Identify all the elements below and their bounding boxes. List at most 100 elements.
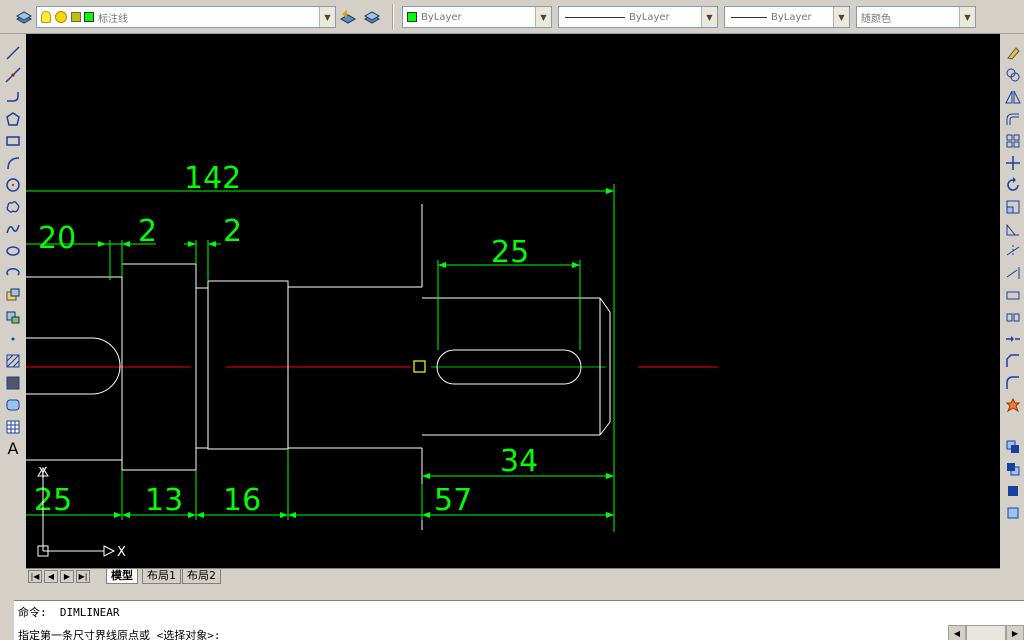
layer-previous-icon[interactable] — [362, 7, 382, 27]
dimension-text-25: 25 — [34, 483, 72, 518]
make-block-icon[interactable] — [2, 306, 24, 327]
make-object-layer-current-icon[interactable] — [338, 7, 358, 27]
fillet-icon[interactable] — [1002, 372, 1024, 393]
draworder-above-icon[interactable] — [1002, 480, 1024, 501]
rotate-icon[interactable] — [1002, 174, 1024, 195]
ucs-y-label: Y — [38, 466, 47, 481]
dimension-text-20: 20 — [38, 221, 76, 256]
offset-icon[interactable] — [1002, 108, 1024, 129]
color-dropdown[interactable]: ByLayer ▼ — [402, 6, 552, 28]
dimension-texts: 142 20 2 2 25 34 57 25 13 16 — [34, 161, 538, 518]
ucs-icon — [37, 467, 116, 557]
previous-tab-button[interactable]: ◀ — [44, 570, 58, 583]
layer-name: 标注线 — [98, 13, 128, 25]
join-icon[interactable] — [1002, 328, 1024, 349]
arc-icon[interactable] — [2, 152, 24, 173]
plotstyle-dropdown[interactable]: 随颜色 ▼ — [856, 6, 976, 28]
lightbulb-icon — [41, 11, 51, 23]
extend-icon[interactable] — [1002, 262, 1024, 283]
rectangle-icon[interactable] — [2, 130, 24, 151]
tab-layout2[interactable]: 布局2 — [182, 569, 221, 584]
draworder-under-icon[interactable] — [1002, 502, 1024, 523]
spline-icon[interactable] — [2, 218, 24, 239]
break-at-point-icon[interactable] — [1002, 284, 1024, 305]
chevron-down-icon[interactable]: ▼ — [319, 7, 335, 27]
scale-icon[interactable] — [1002, 196, 1024, 217]
dimension-text-142: 142 — [184, 161, 241, 196]
last-command: DIMLINEAR — [59, 606, 120, 619]
properties-toolbar: 标注线 ▼ ByLayer ▼ ByLayer ▼ ByLayer ▼ 随颜色 … — [0, 0, 1024, 34]
trim-icon[interactable] — [1002, 240, 1024, 261]
break-icon[interactable] — [1002, 306, 1024, 327]
lineweight-dropdown[interactable]: ByLayer ▼ — [724, 6, 850, 28]
stretch-icon[interactable] — [1002, 218, 1024, 239]
move-icon[interactable] — [1002, 152, 1024, 173]
ucs-x-label: X — [117, 545, 126, 560]
ellipse-arc-icon[interactable] — [2, 262, 24, 283]
dimension-text-13: 13 — [145, 483, 183, 518]
sun-icon — [55, 11, 67, 23]
dimension-text-34: 34 — [500, 444, 538, 479]
last-tab-button[interactable]: ▶| — [76, 570, 90, 583]
linetype-preview-icon — [565, 16, 625, 18]
ellipse-icon[interactable] — [2, 240, 24, 261]
insert-block-icon[interactable] — [2, 284, 24, 305]
array-icon[interactable] — [1002, 130, 1024, 151]
polygon-icon[interactable] — [2, 108, 24, 129]
chevron-down-icon[interactable]: ▼ — [701, 7, 717, 27]
linetype-dropdown[interactable]: ByLayer ▼ — [558, 6, 718, 28]
revision-cloud-icon[interactable] — [2, 196, 24, 217]
chevron-down-icon[interactable]: ▼ — [833, 7, 849, 27]
chevron-down-icon[interactable]: ▼ — [535, 7, 551, 27]
draworder-back-icon[interactable] — [1002, 458, 1024, 479]
multiline-text-icon[interactable]: A — [7, 439, 19, 458]
hatch-icon[interactable] — [2, 350, 24, 371]
dimension-text-57: 57 — [434, 483, 472, 518]
command-current-prompt[interactable]: 指定第一条尺寸界线原点或 <选择对象>: — [18, 629, 221, 640]
first-tab-button[interactable]: |◀ — [28, 570, 42, 583]
layer-manager-icon[interactable] — [14, 7, 34, 27]
layer-dropdown[interactable]: 标注线 ▼ — [36, 6, 336, 28]
region-icon[interactable] — [2, 394, 24, 415]
next-tab-button[interactable]: ▶ — [60, 570, 74, 583]
dimension-text-16: 16 — [223, 483, 261, 518]
command-prompt-label: 命令: — [18, 606, 47, 619]
scroll-right-icon[interactable]: ▶ — [1006, 625, 1024, 640]
color-value: ByLayer — [421, 11, 462, 23]
drawing-canvas[interactable]: 142 20 2 2 25 34 57 25 13 16 X Y — [26, 34, 1000, 568]
erase-icon[interactable] — [1002, 42, 1024, 63]
tab-layout1[interactable]: 布局1 — [142, 569, 181, 584]
lineweight-preview-icon — [731, 16, 767, 18]
scroll-left-icon[interactable]: ◀ — [948, 625, 966, 640]
chevron-down-icon[interactable]: ▼ — [959, 7, 975, 27]
modify-toolbar — [1000, 34, 1024, 570]
layout-tabs-bar: |◀ ◀ ▶ ▶| 模型 布局1 布局2 — [26, 568, 1000, 584]
dimension-arrows — [98, 188, 614, 518]
scroll-thumb[interactable] — [966, 625, 1006, 640]
command-window[interactable]: 命令: DIMLINEAR 指定第一条尺寸界线原点或 <选择对象>: ◀ ▶ — [14, 600, 1024, 640]
linetype-value: ByLayer — [629, 11, 670, 23]
construction-line-icon[interactable] — [2, 64, 24, 85]
dimension-text-2a: 2 — [138, 214, 157, 249]
point-icon[interactable] — [2, 328, 24, 349]
copy-icon[interactable] — [1002, 64, 1024, 85]
explode-icon[interactable] — [1002, 394, 1024, 415]
tab-model[interactable]: 模型 — [106, 569, 138, 584]
chamfer-icon[interactable] — [1002, 350, 1024, 371]
mirror-icon[interactable] — [1002, 86, 1024, 107]
draw-toolbar: A — [0, 34, 26, 570]
draworder-front-icon[interactable] — [1002, 436, 1024, 457]
lock-icon — [71, 12, 81, 22]
circle-icon[interactable] — [2, 174, 24, 195]
line-icon[interactable] — [2, 42, 24, 63]
gradient-icon[interactable] — [2, 372, 24, 393]
table-icon[interactable] — [2, 416, 24, 437]
color-swatch-icon — [407, 12, 417, 22]
lineweight-value: ByLayer — [771, 11, 812, 23]
command-scrollbar[interactable]: ◀ ▶ — [948, 625, 1024, 640]
command-history-line: 命令: DIMLINEAR — [18, 604, 119, 620]
layer-color-icon — [84, 12, 94, 22]
osnap-marker — [413, 360, 426, 373]
polyline-icon[interactable] — [2, 86, 24, 107]
